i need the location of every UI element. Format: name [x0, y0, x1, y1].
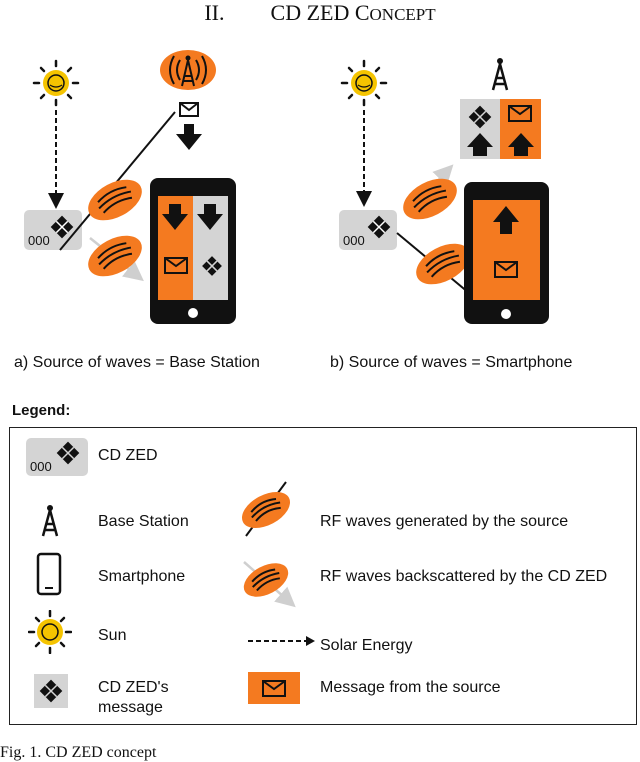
legend-label-solar: Solar Energy	[320, 637, 413, 654]
envelope-icon	[179, 102, 199, 117]
rf-wave-icon	[243, 563, 289, 597]
section-title-smallcaps: oncept	[369, 5, 436, 24]
rf-wave-icon	[403, 178, 457, 220]
rf-wave-icon	[88, 179, 142, 221]
smartphone-icon	[150, 178, 236, 324]
legend-label-source-message: Message from the source	[320, 679, 501, 696]
rf-wave-icon	[416, 243, 470, 285]
envelope-icon	[494, 261, 518, 278]
sun-icon	[340, 59, 388, 107]
caption-panel-b: b) Source of waves = Smartphone	[330, 354, 573, 371]
cd-zed-legend-icon: 000	[26, 438, 88, 476]
zed-code-label: 000	[28, 233, 50, 248]
envelope-icon	[164, 257, 188, 274]
cd-zed-device: 000	[24, 210, 82, 250]
legend-label-sun: Sun	[98, 627, 127, 644]
sun-icon	[32, 59, 80, 107]
legend-zed-code: 000	[30, 459, 52, 474]
section-heading: II. CD ZED Concept	[0, 0, 640, 28]
sun-icon	[28, 610, 72, 654]
envelope-icon	[508, 105, 532, 122]
source-message-legend-icon	[248, 672, 300, 704]
arrow-icon	[508, 133, 534, 156]
zed-code-label: 000	[343, 233, 365, 248]
legend-label-base-station: Base Station	[98, 513, 189, 530]
section-title-caps: CD ZED C	[270, 0, 370, 25]
arrow-icon	[493, 206, 519, 234]
concept-diagram: 000	[24, 50, 549, 324]
caption-panel-a: a) Source of waves = Base Station	[14, 354, 260, 371]
solar-arrow-legend-icon	[248, 636, 315, 646]
base-station-icon	[41, 505, 59, 537]
legend-title: Legend:	[12, 402, 71, 419]
smartphone-icon	[36, 552, 62, 596]
rf-source-legend-icon	[241, 481, 291, 537]
smartphone-icon	[464, 182, 549, 324]
legend-label-cd-zed: CD ZED	[98, 447, 158, 464]
section-number: II.	[204, 0, 225, 25]
gift-icon	[202, 256, 222, 276]
legend-box: 000 CD ZED Base Station Smartphone Sun	[9, 427, 637, 725]
base-station-icon	[160, 50, 216, 90]
rf-wave-icon	[241, 491, 291, 529]
rf-backscatter-legend-icon	[243, 561, 296, 608]
base-station-icon	[491, 58, 509, 91]
figure-caption: Fig. 1. CD ZED concept	[0, 744, 157, 761]
legend-label-rf-backscatter: RF waves backscattered by the CD ZED	[320, 568, 608, 585]
arrow-icon	[176, 124, 202, 150]
legend-label-smartphone: Smartphone	[98, 568, 186, 585]
cd-zed-device: 000	[339, 210, 397, 250]
envelope-icon	[262, 680, 286, 697]
legend-label-message: CD ZED's message	[98, 679, 169, 716]
message-legend-icon	[34, 674, 68, 708]
arrow-icon	[467, 133, 493, 156]
received-messages-panel	[460, 99, 541, 159]
rf-wave-icon	[88, 235, 142, 277]
legend-label-rf-source: RF waves generated by the source	[320, 513, 569, 530]
